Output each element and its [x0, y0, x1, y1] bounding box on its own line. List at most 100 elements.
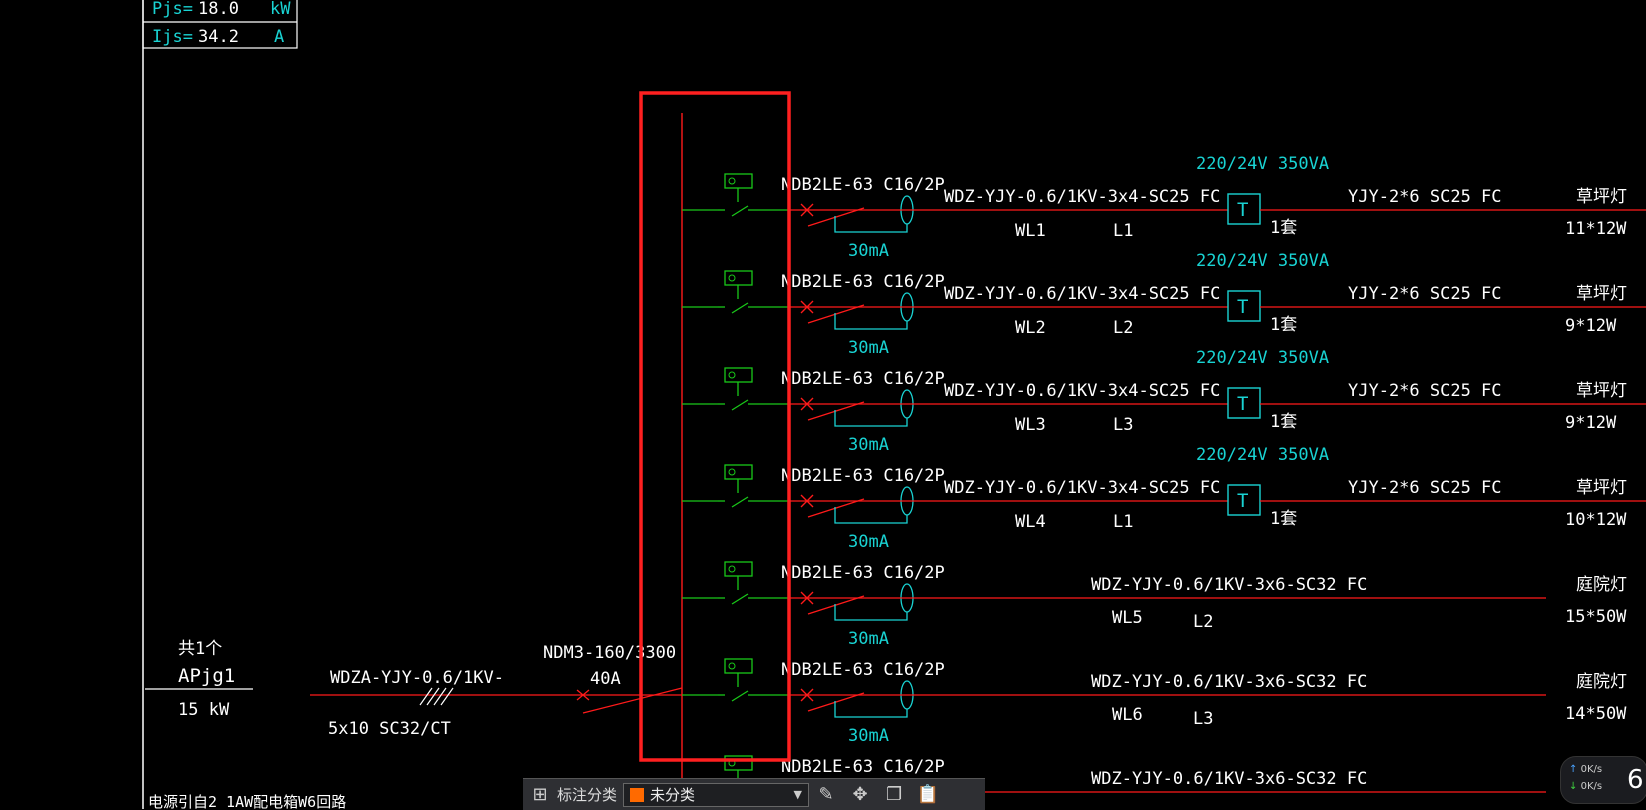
cable-label: WDZ-YJY-0.6/1KV-3x6-SC32 FC [1091, 575, 1367, 595]
switch-blade [731, 399, 749, 411]
switch-dot [728, 565, 736, 573]
transformer-label: 220/24V 350VA [1196, 445, 1329, 465]
circuit-id: WL5 [1112, 608, 1143, 628]
edit-icon[interactable]: ✎ [818, 784, 834, 805]
annotation-toolbar: ⊞ 标注分类 未分类 ▼ ✎ ✥ ❐ 📋 [523, 778, 985, 810]
breaker-x [800, 591, 814, 605]
switch-blade [731, 302, 749, 314]
load-quantity: 10*12W [1565, 510, 1627, 530]
transformer-label: 220/24V 350VA [1196, 251, 1329, 271]
breaker-blade [807, 692, 865, 712]
cable-label: WDZ-YJY-0.6/1KV-3x4-SC25 FC [944, 187, 1220, 207]
load-quantity: 15*50W [1565, 607, 1627, 627]
rcd-loop [834, 410, 908, 427]
ijs-label: Ijs= [152, 27, 193, 47]
pjs-unit: kW [270, 0, 291, 19]
load-quantity: 14*50W [1565, 704, 1627, 724]
circuit-row: NDB2LE-63 C16/2P30mAWDZ-YJY-0.6/1KV-3x6-… [682, 561, 1627, 649]
category-select[interactable]: 未分类 ▼ [623, 782, 810, 807]
transformer-symbol: T [1237, 199, 1248, 221]
cable-label: WDZ-YJY-0.6/1KV-3x6-SC32 FC [1091, 672, 1367, 692]
rcd-label: 30mA [848, 435, 889, 455]
pjs-label: Pjs= [152, 0, 193, 19]
load-name: 草坪灯 [1576, 284, 1627, 304]
circuit-row: NDB2LE-63 C16/2P 30mA T WDZ-YJY-0.6/1KV-3x4… [682, 251, 1646, 358]
phase-label: L1 [1113, 512, 1133, 532]
rcd-label: 30mA [848, 338, 889, 358]
transformer-box [1227, 193, 1261, 225]
breaker-label: NDB2LE-63 C16/2P [781, 272, 945, 292]
rcd-loop [834, 507, 908, 524]
transformer-symbol: T [1237, 490, 1248, 512]
load-quantity: 9*12W [1565, 316, 1617, 336]
incoming-feeder: WDZA-YJY-0.6/1KV- 5x10 SC32/CT NDM3-160/… [310, 643, 683, 739]
circuit-id: WL6 [1112, 705, 1143, 725]
rcd-loop [834, 216, 908, 233]
selection-highlight-box[interactable] [639, 91, 791, 762]
breaker-x [800, 397, 814, 411]
rcd-loop [834, 701, 908, 718]
load-calc-box: Pjs= 18.0 kW Ijs= 34.2 A [142, 0, 298, 809]
breaker-label: NDB2LE-63 C16/2P [781, 369, 945, 389]
breaker-label: NDB2LE-63 C16/2P [781, 175, 945, 195]
transformer-box [1227, 484, 1261, 516]
power-source-note: 电源引自2 1AW配电箱W6回路 [148, 793, 346, 809]
paste-icon[interactable]: 📋 [916, 784, 940, 805]
load-name: 草坪灯 [1576, 381, 1627, 401]
circuit-row: NDB2LE-63 C16/2P30mATWDZ-YJY-0.6/1KV-3x4… [682, 348, 1646, 455]
rcd-loop [834, 313, 908, 330]
secondary-cable-label: YJY-2*6 SC25 FC [1348, 284, 1502, 304]
load-name: 庭院灯 [1576, 672, 1627, 692]
panel-count: 共1个 [178, 639, 222, 659]
load-quantity: 9*12W [1565, 413, 1617, 433]
switch-blade [731, 205, 749, 217]
breaker-x [800, 494, 814, 508]
transformer-symbol: T [1237, 296, 1248, 318]
category-swatch [630, 787, 645, 802]
incoming-spec: 5x10 SC32/CT [328, 719, 451, 739]
unit-label: 1套 [1270, 412, 1297, 432]
secondary-cable-label: YJY-2*6 SC25 FC [1348, 478, 1502, 498]
circuit-row: NDB2LE-63 C16/2P WDZ-YJY-0.6/1KV-3x6-SC32… [682, 755, 1546, 809]
switch-dot [728, 177, 736, 185]
load-name: 草坪灯 [1576, 187, 1627, 207]
panel-label: 共1个 APjg1 15 kW [145, 639, 253, 720]
panel-name: APjg1 [178, 665, 235, 687]
breaker-label: NDB2LE-63 C16/2P [781, 466, 945, 486]
rcd-label: 30mA [848, 629, 889, 649]
circuit-row: NDB2LE-63 C16/2P 30mA T WDZ-YJY-0.6/1KV-3x4… [682, 154, 1646, 261]
incoming-breaker: NDM3-160/3300 [543, 643, 676, 663]
breaker-label: NDB2LE-63 C16/2P [781, 757, 945, 777]
breaker-label: NDB2LE-63 C16/2P [781, 660, 945, 680]
network-speed-widget[interactable]: ↑ 0K/s ↓ 0K/s 6 [1560, 756, 1646, 804]
switch-blade [731, 496, 749, 508]
cable-label: WDZ-YJY-0.6/1KV-3x4-SC25 FC [944, 478, 1220, 498]
rcd-label: 30mA [848, 241, 889, 261]
copy-icon[interactable]: ❐ [885, 784, 903, 805]
load-name: 草坪灯 [1576, 478, 1627, 498]
upload-speed: ↑ 0K/s [1569, 764, 1603, 775]
cable-label: WDZ-YJY-0.6/1KV-3x6-SC32 FC [1091, 769, 1367, 789]
transformer-label: 220/24V 350VA [1196, 348, 1329, 368]
breaker-blade [807, 207, 865, 227]
breaker-x [800, 688, 814, 702]
grid-icon[interactable]: ⊞ [532, 784, 548, 805]
circuit-id: WL4 [1015, 512, 1046, 532]
ijs-unit: A [274, 27, 284, 47]
phase-label: L2 [1193, 612, 1213, 632]
toolbar-label: 标注分类 [557, 786, 618, 804]
unit-label: 1套 [1270, 315, 1297, 335]
unit-label: 1套 [1270, 509, 1297, 529]
rcd-label: 30mA [848, 726, 889, 746]
category-value: 未分类 [650, 786, 696, 804]
breaker-x [800, 203, 814, 217]
load-name: 庭院灯 [1576, 575, 1627, 595]
breaker-x [800, 300, 814, 314]
move-icon[interactable]: ✥ [852, 784, 868, 805]
unit-label: 1套 [1270, 218, 1297, 238]
download-speed: ↓ 0K/s [1569, 781, 1603, 792]
breaker-blade [807, 401, 865, 421]
switch-blade [731, 690, 749, 702]
cable-label: WDZ-YJY-0.6/1KV-3x4-SC25 FC [944, 284, 1220, 304]
